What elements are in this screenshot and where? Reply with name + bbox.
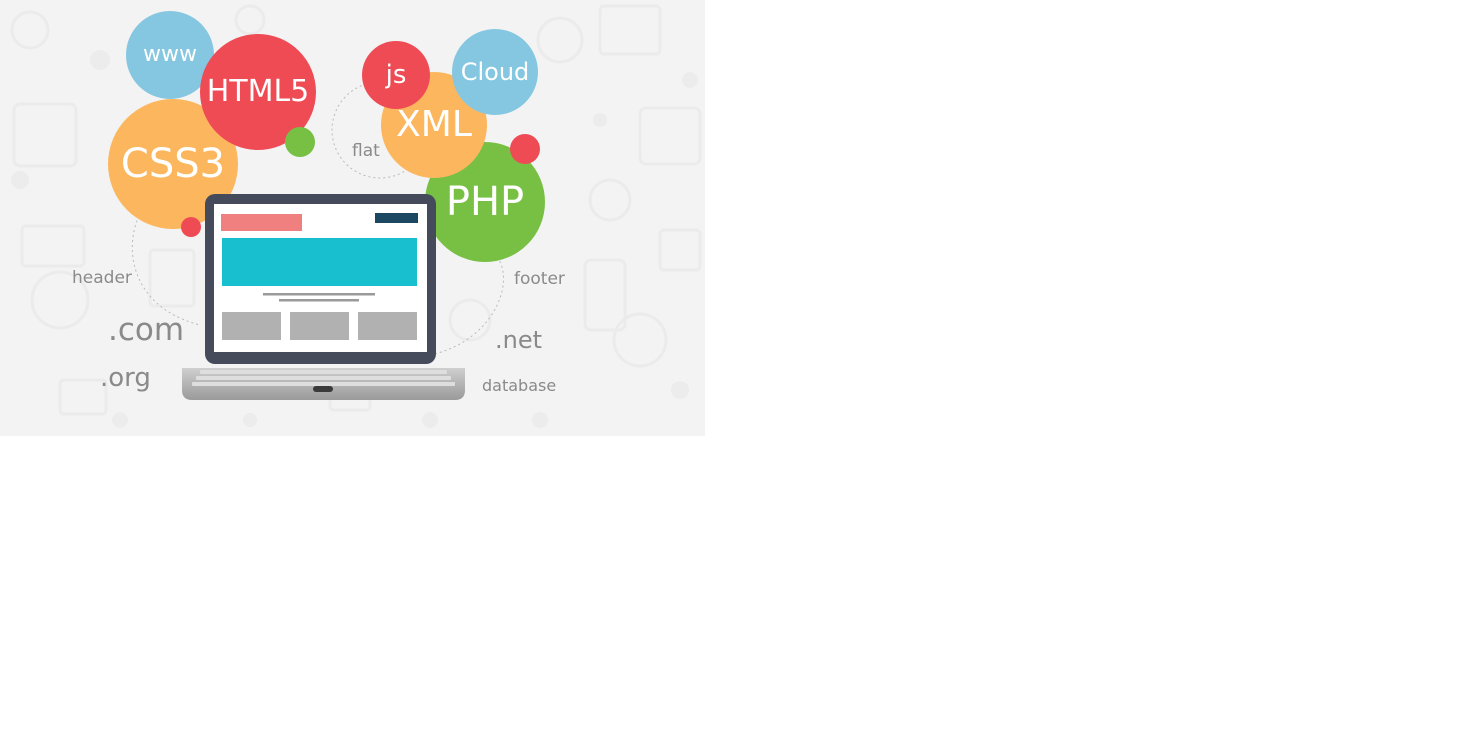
cloud-bubble: Cloud — [452, 29, 538, 115]
www-bubble: www — [126, 11, 214, 99]
screen-header-bar — [221, 214, 302, 231]
screen-content-block — [290, 312, 349, 340]
xml-label: XML — [396, 104, 472, 145]
green-dot — [285, 127, 315, 157]
www-label: www — [143, 42, 197, 67]
database-label: database — [482, 376, 557, 395]
red-dot-left — [181, 217, 201, 237]
web-development-illustration: www CSS3 HTML5 PHP XML js Cloud flat hea… — [0, 0, 705, 436]
php-label: PHP — [445, 179, 525, 225]
laptop-illustration — [182, 194, 465, 400]
screen-content-block — [358, 312, 417, 340]
red-dot-right — [510, 134, 540, 164]
css3-label: CSS3 — [120, 141, 226, 187]
laptop-keyboard — [192, 370, 455, 386]
js-label: js — [385, 60, 407, 90]
header-label: header — [72, 268, 132, 288]
html5-label: HTML5 — [206, 74, 310, 109]
screen-text-line — [263, 293, 375, 296]
trackpad-notch — [313, 386, 333, 392]
screen-text-line — [279, 299, 359, 302]
org-label: .org — [100, 363, 151, 393]
js-bubble: js — [362, 41, 430, 109]
screen-nav-bar — [375, 213, 418, 223]
net-label: .net — [495, 326, 543, 354]
footer-label: footer — [514, 269, 565, 289]
screen-hero-block — [222, 238, 417, 286]
cloud-label: Cloud — [460, 58, 530, 86]
com-label: .com — [108, 312, 185, 348]
flat-label: flat — [352, 141, 380, 161]
screen-content-block — [222, 312, 281, 340]
